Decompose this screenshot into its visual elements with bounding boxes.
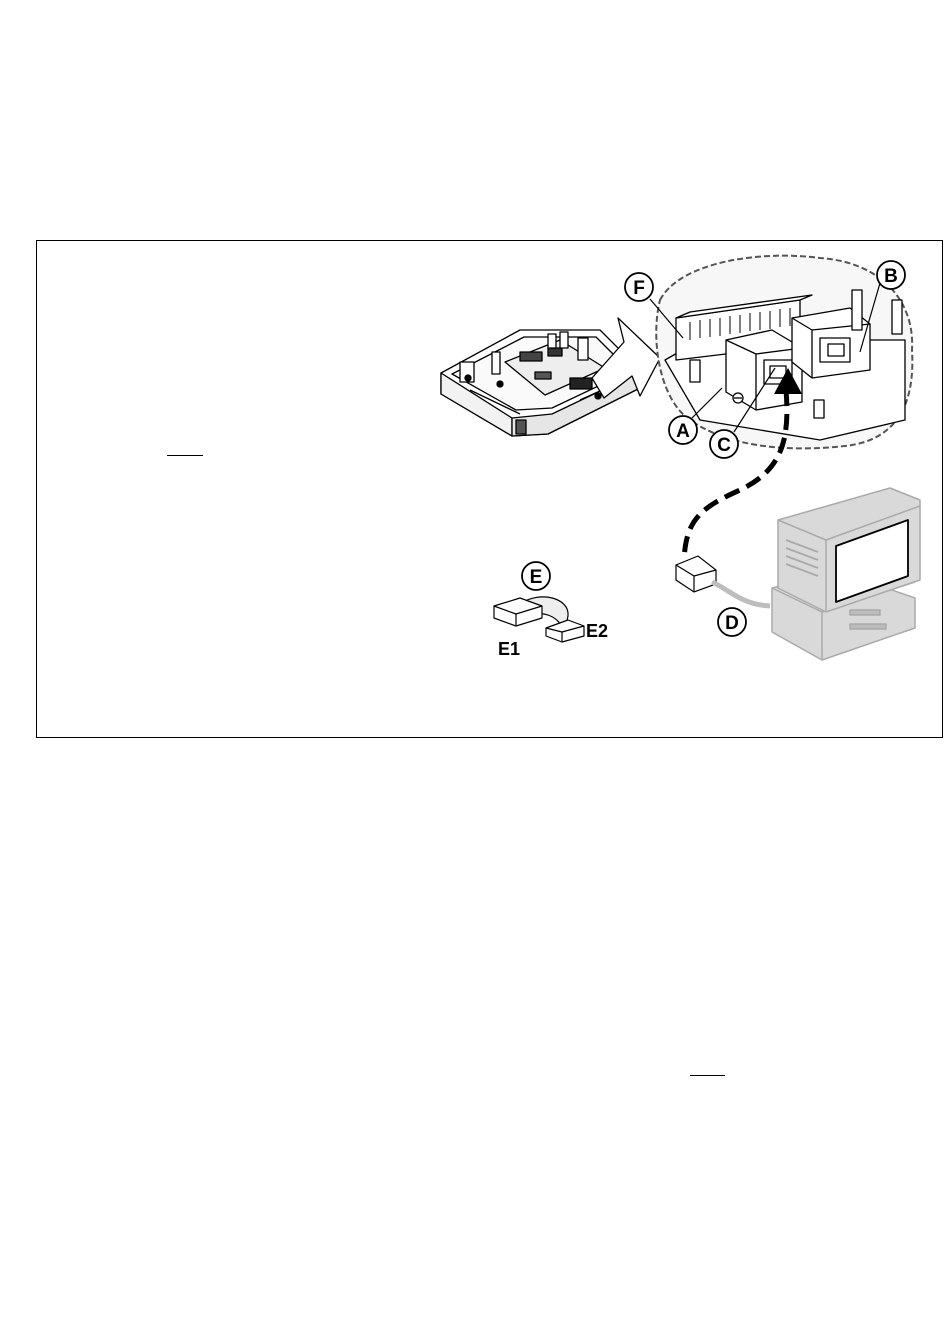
svg-text:C: C — [717, 435, 731, 456]
rj-plug — [676, 556, 716, 592]
svg-text:E: E — [530, 567, 543, 588]
callout-d: D — [718, 608, 746, 636]
computer-drawing — [712, 488, 920, 660]
ribbon-cable-drawing — [494, 597, 584, 642]
callout-f: F — [625, 273, 653, 301]
svg-text:D: D — [725, 613, 739, 634]
callout-b: B — [877, 261, 905, 289]
svg-text:B: B — [884, 266, 898, 287]
callout-e: E — [522, 562, 550, 590]
svg-text:A: A — [676, 421, 690, 442]
label-e2: E2 — [586, 621, 608, 641]
label-e1: E1 — [498, 639, 520, 659]
svg-text:F: F — [633, 278, 645, 299]
callout-c: C — [710, 430, 738, 458]
callout-a: A — [669, 416, 697, 444]
